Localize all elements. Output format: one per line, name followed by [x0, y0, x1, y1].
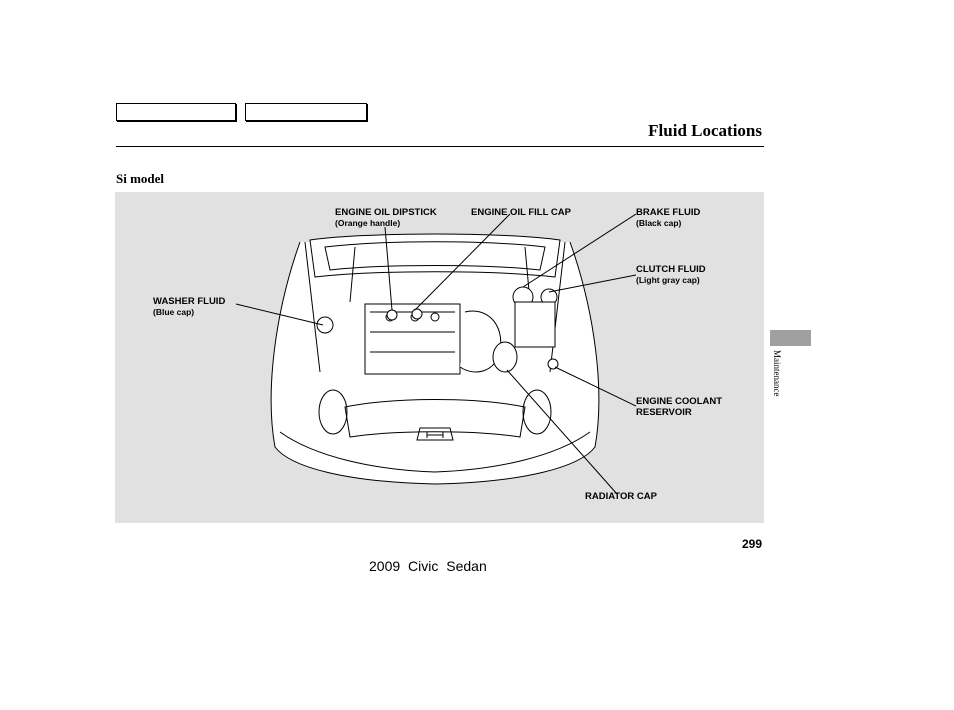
callout-washer-fluid-name: WASHER FLUID	[153, 296, 226, 307]
callout-engine-coolant-reservoir: ENGINE COOLANT RESERVOIR	[636, 396, 722, 418]
engine-bay-illustration	[235, 213, 637, 495]
model-subheading: Si model	[116, 171, 165, 186]
nav-tab-1[interactable]	[116, 103, 236, 121]
callout-engine-oil-dipstick: ENGINE OIL DIPSTICK (Orange handle)	[335, 207, 437, 229]
callout-engine-oil-dipstick-detail: (Orange handle)	[335, 218, 401, 228]
title-rule	[116, 146, 764, 147]
page-title: Fluid Locations	[648, 121, 762, 140]
callout-engine-oil-fill-cap-name: ENGINE OIL FILL CAP	[471, 207, 571, 218]
callout-washer-fluid-detail: (Blue cap)	[153, 307, 195, 317]
callout-engine-oil-dipstick-name: ENGINE OIL DIPSTICK	[335, 207, 437, 218]
callout-clutch-fluid: CLUTCH FLUID (Light gray cap)	[636, 264, 706, 286]
callout-brake-fluid-name: BRAKE FLUID	[636, 207, 701, 218]
callout-engine-coolant-line2: RESERVOIR	[636, 407, 692, 418]
section-side-label: Maintenance	[772, 350, 782, 397]
page-number: 299	[741, 537, 762, 551]
callout-brake-fluid-detail: (Black cap)	[636, 218, 682, 228]
callout-radiator-cap-name: RADIATOR CAP	[585, 491, 657, 502]
callout-brake-fluid: BRAKE FLUID (Black cap)	[636, 207, 700, 229]
callout-clutch-fluid-name: CLUTCH FLUID	[636, 264, 706, 275]
callout-radiator-cap: RADIATOR CAP	[585, 491, 657, 502]
callout-engine-oil-fill-cap: ENGINE OIL FILL CAP	[471, 207, 571, 218]
callout-washer-fluid: WASHER FLUID (Blue cap)	[153, 296, 225, 318]
callout-clutch-fluid-detail: (Light gray cap)	[636, 275, 700, 285]
callout-engine-coolant-line1: ENGINE COOLANT	[636, 396, 723, 407]
document-footer-title: 2009 Civic Sedan	[369, 558, 487, 574]
nav-tab-2[interactable]	[245, 103, 367, 121]
section-side-tab	[770, 330, 811, 346]
